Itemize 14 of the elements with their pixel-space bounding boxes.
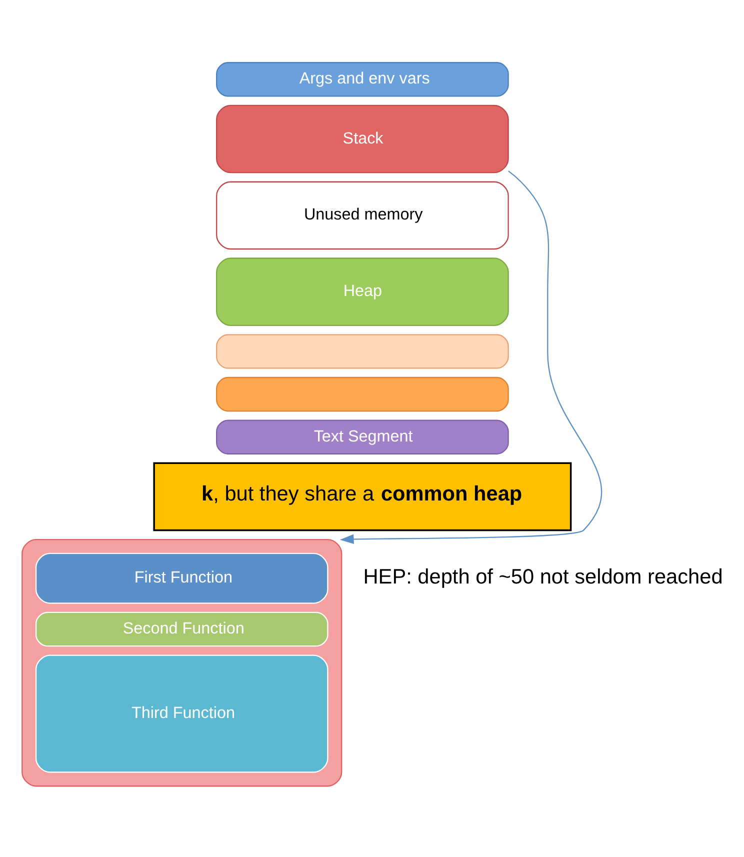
node-box: k, but they share a common heap [153, 462, 572, 531]
arrow [340, 170, 602, 544]
node-box: First Function [35, 552, 328, 604]
node-box: Third Function [35, 654, 328, 772]
node-box: Unused memory [216, 180, 509, 250]
cluster [22, 538, 342, 786]
label: HEP: depth of ~50 not seldom reached [363, 564, 723, 588]
node-box: Second Function [35, 611, 328, 646]
node-box: Text Segment [216, 419, 509, 454]
node-box [216, 334, 509, 368]
node-box [216, 376, 509, 412]
node-box: Stack [216, 104, 509, 173]
node-box: Args and env vars [216, 62, 509, 96]
node-box: Heap [216, 257, 509, 326]
